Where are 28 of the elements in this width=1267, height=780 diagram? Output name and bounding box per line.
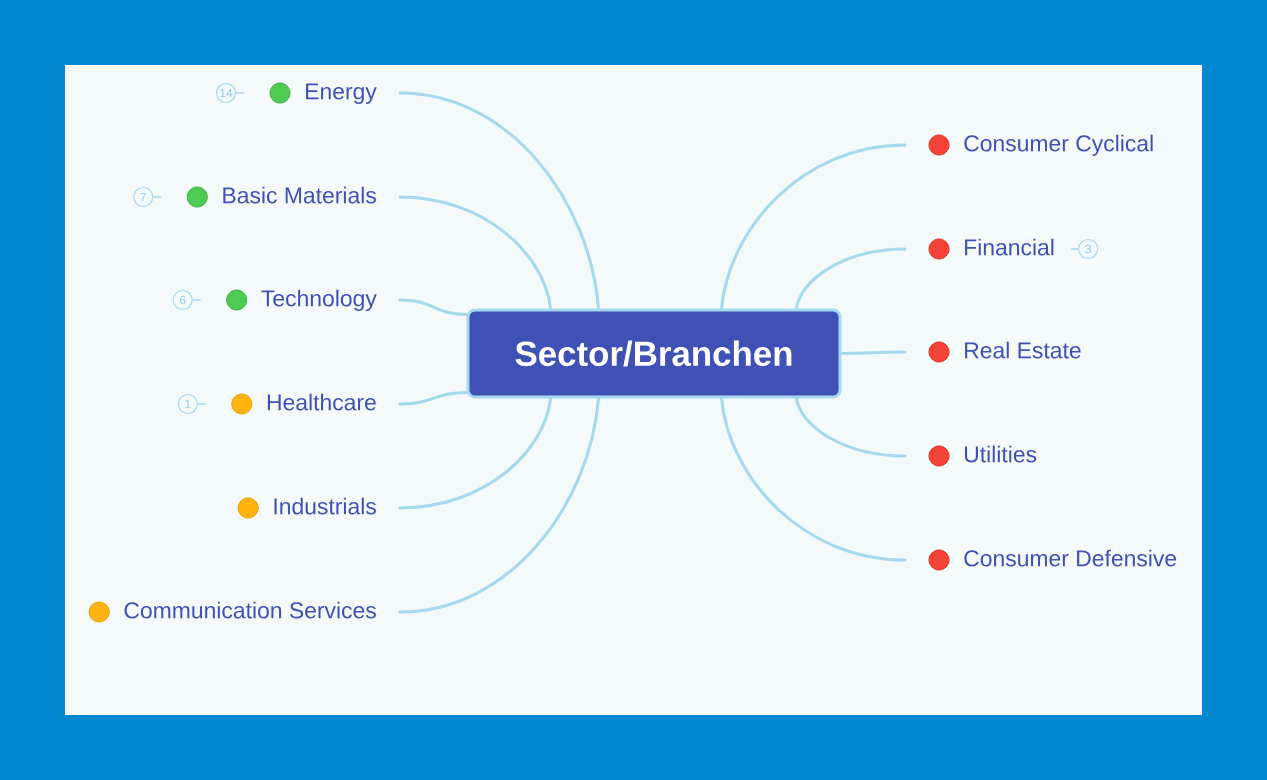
branch-line [840,350,907,355]
count-badge: 6 [172,289,202,311]
topic-label: Utilities [964,445,1037,463]
branch-line [795,247,907,310]
branch-line [720,143,907,310]
branch-line [398,391,468,406]
topic-label: Industrials [274,497,376,515]
count-badge: 7 [133,186,162,208]
topic-label: Technology [261,289,377,311]
topic-label: Communication Services [124,601,376,619]
topic-label: Consumer Cyclical [964,134,1153,156]
branch-line [795,397,907,458]
count-badge: 14 [215,82,245,104]
branch-line [398,397,600,614]
topic-label: Basic Materials [223,186,376,204]
topic-label: Healthcare [267,393,376,411]
branch-line [398,195,552,310]
count-badge: 1 [177,393,207,415]
topic-label: Energy [306,83,377,104]
topic-label: Real Estate [965,341,1081,359]
central-topic-box: Sector/Branchen [466,308,842,399]
count-badge: 3 [1070,238,1099,260]
branch-line [720,397,907,562]
branch-line [398,298,468,316]
topic-label: Financial [965,238,1054,256]
branch-line [398,91,600,310]
branch-line [398,397,552,510]
topic-label: Consumer Defensive [964,549,1177,567]
